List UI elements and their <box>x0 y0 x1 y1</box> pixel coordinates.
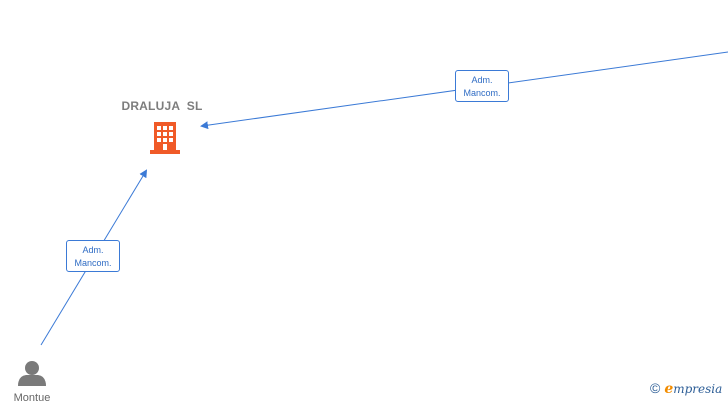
edge-label-left[interactable]: Adm. Mancom. <box>66 240 120 272</box>
building-icon[interactable] <box>150 122 180 154</box>
edge-label-top-line1: Adm. <box>471 75 493 85</box>
person-icon[interactable] <box>18 361 46 386</box>
edge-label-top-line2: Mancom. <box>463 88 501 98</box>
empresia-watermark[interactable]: ©empresia <box>650 380 728 400</box>
edge-label-left-line1: Adm. <box>82 245 104 255</box>
edge-label-top[interactable]: Adm. Mancom. <box>455 70 509 102</box>
edge-label-left-line2: Mancom. <box>74 258 112 268</box>
person-name[interactable]: Montue <box>13 392 51 404</box>
copyright-symbol: © <box>650 380 661 396</box>
brand-logo: empresia <box>664 381 723 397</box>
company-name[interactable]: DRALUJA SL <box>121 99 203 113</box>
brand-rest: mpresia <box>673 382 723 396</box>
brand-initial: e <box>664 381 674 397</box>
